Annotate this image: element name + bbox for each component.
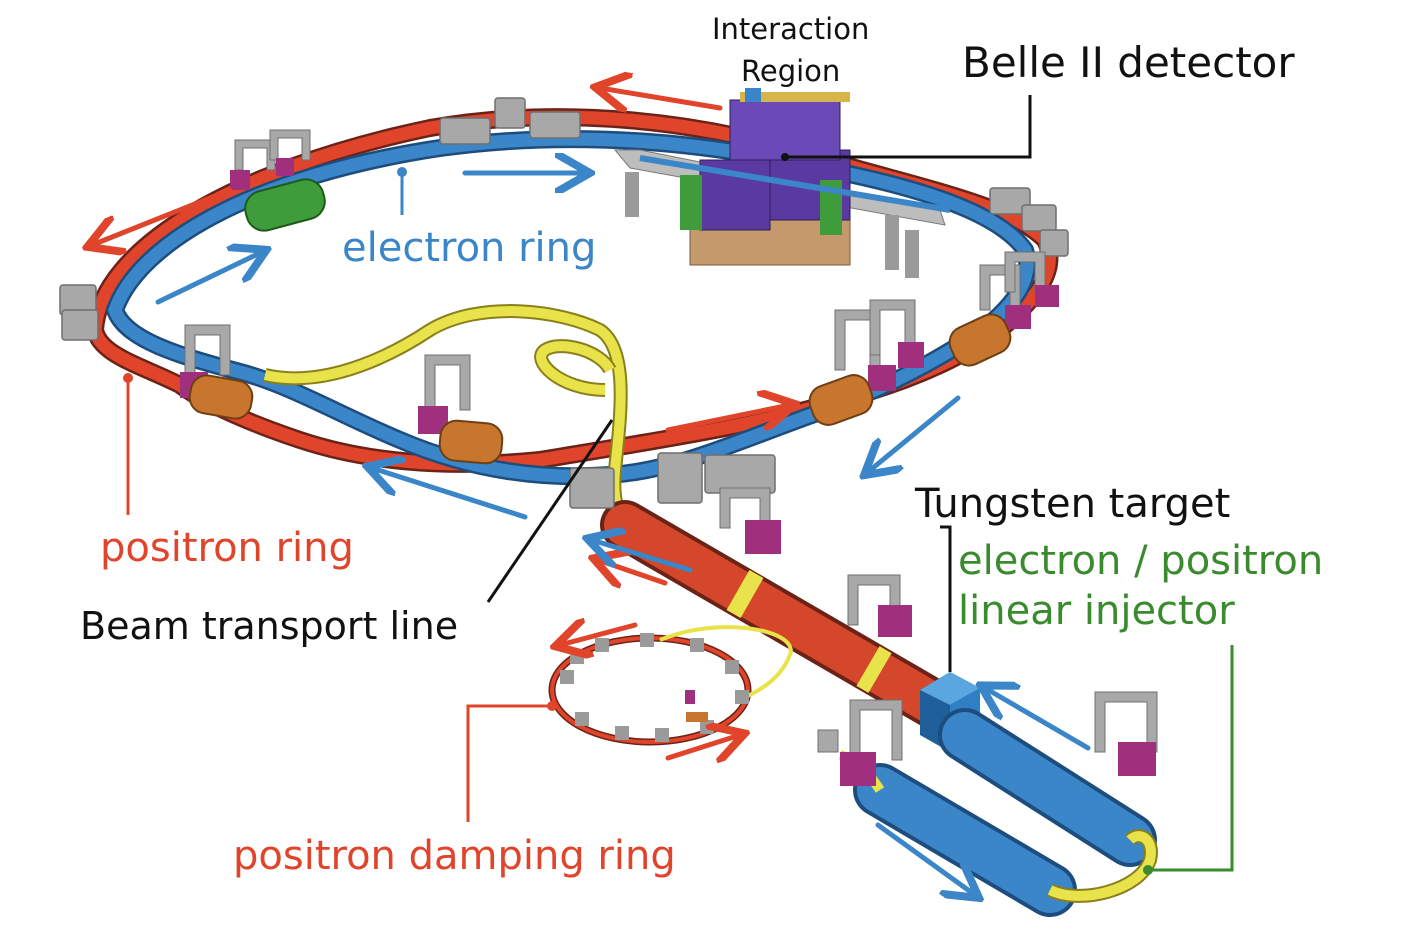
rf-cavities [188, 178, 1012, 465]
direction-arrows [92, 88, 1091, 895]
linac-blue-tubes [838, 708, 1158, 917]
interaction-region-label: Interaction Region [712, 8, 869, 92]
positron-ring-label: positron ring [100, 525, 354, 571]
electron-ring-label: electron ring [342, 225, 597, 271]
electron-ring-pipe [105, 130, 1037, 486]
linac-pipe [600, 500, 960, 730]
interaction-region-line2: Region [741, 54, 841, 89]
interaction-region-line1: Interaction [712, 12, 870, 46]
beam-transport-line-label: Beam transport line [80, 604, 459, 648]
leader-lines [123, 95, 1234, 875]
belle-ii-detector [613, 88, 951, 278]
bending-magnets [59, 97, 1069, 509]
belle-ii-label: Belle II detector [962, 38, 1295, 87]
tungsten-target-label: Tungsten target [915, 481, 1231, 527]
linear-injector-line1: electron / positron [958, 538, 1324, 584]
linear-injector-line2: linear injector [958, 588, 1235, 634]
damping-ring [548, 625, 793, 746]
damping-ring-label: positron damping ring [233, 833, 676, 879]
beam-transport-pipe [263, 304, 629, 527]
linear-injector-label: electron / positron linear injector [958, 536, 1323, 636]
